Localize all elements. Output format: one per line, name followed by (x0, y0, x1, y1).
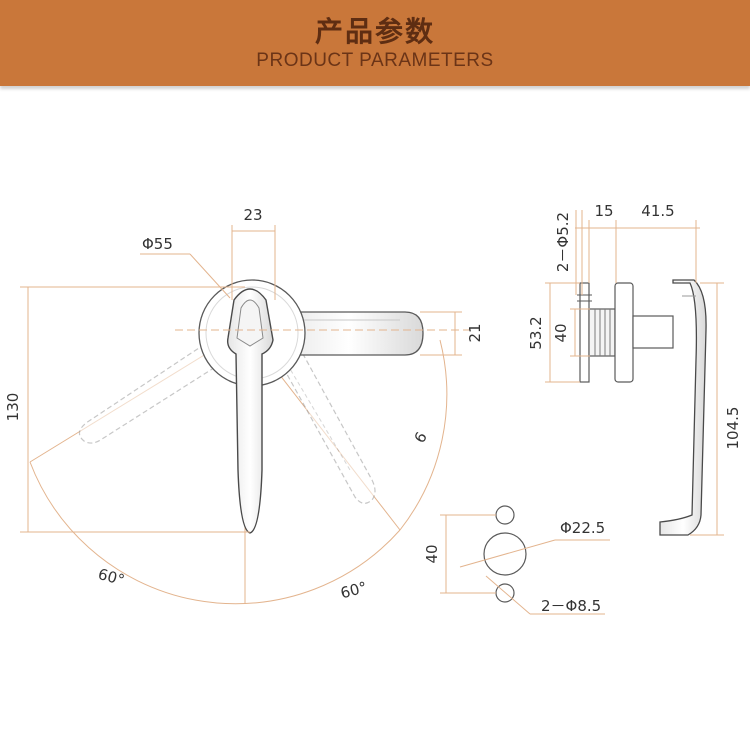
side-shaft (632, 315, 674, 349)
side-threaded-body (588, 308, 616, 357)
handle-horizontal (274, 311, 424, 356)
dim-lever-thickness: 21 (466, 323, 484, 342)
side-mounting-plate (579, 282, 590, 383)
front-view: 23 Φ55 130 21 6 60° 60° (4, 206, 484, 605)
dim-side-handle-length: 104.5 (724, 407, 742, 450)
side-view: 15 41.5 2－Φ5.2 53.2 40 104.5 (527, 202, 742, 536)
dim-rosette-diameter: Φ55 (142, 235, 173, 253)
dim-cutout-center-hole: Φ22.5 (560, 519, 605, 537)
banner-subtitle: PRODUCT PARAMETERS (256, 50, 494, 71)
angle-right-label: 60° (339, 578, 369, 602)
rotation-arc-upper (399, 339, 448, 531)
dim-overall-height: 130 (4, 393, 22, 422)
dim-rotation-mark: 6 (410, 429, 430, 446)
rotation-arc (29, 461, 401, 605)
dim-cutout-small-holes: 2－Φ8.5 (541, 597, 601, 615)
handle-main (226, 288, 274, 534)
cutout-hole-top (495, 505, 515, 525)
dim-side-projection: 41.5 (641, 202, 674, 220)
banner-title: 产品参数 (314, 15, 435, 48)
handle-ghost-right (267, 333, 376, 504)
header-banner: 产品参数 PRODUCT PARAMETERS (0, 0, 750, 86)
cutout-view: 40 Φ22.5 2－Φ8.5 (423, 505, 610, 615)
dim-side-pin-hole: 2－Φ5.2 (554, 212, 572, 272)
side-handle (659, 279, 707, 536)
angle-left-label: 60° (96, 565, 126, 589)
side-rosette (614, 282, 634, 383)
dim-side-depth: 15 (594, 202, 613, 220)
dim-side-body-height: 40 (552, 323, 570, 342)
dim-cutout-spacing: 40 (423, 544, 441, 563)
dim-side-plate-height: 53.2 (527, 316, 545, 349)
dim-handle-width: 23 (243, 206, 262, 224)
